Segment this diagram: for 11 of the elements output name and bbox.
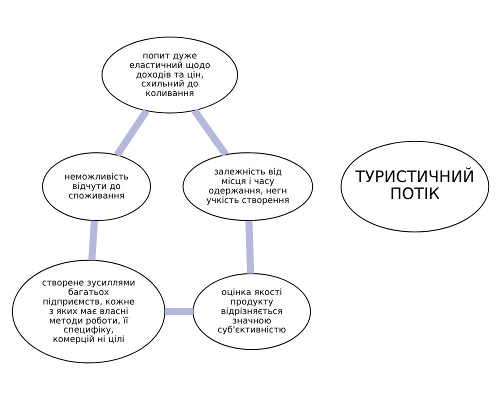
node-ellipse: залежність від місця і часу одержання, негн учкість створення xyxy=(182,152,313,221)
node-ellipse: ТУРИСТИЧНИЙ ПОТІК xyxy=(340,140,489,232)
connector xyxy=(191,108,228,157)
node-ellipse: створене зусиллями багатьох підприємств, кожне з яких має власні методи роботи, її специфіку, комерцій ні цілі xyxy=(11,260,165,364)
node-ellipse: попит дуже еластичний щодо доходів та цін, схильний до коливання xyxy=(101,36,238,114)
connector xyxy=(114,108,149,158)
connector xyxy=(164,308,193,316)
node-ellipse: неможливість відчути до споживання xyxy=(42,152,150,221)
connector xyxy=(244,220,254,274)
node-ellipse: оцінка якості продукту відрізняється значною суб'єктивністю xyxy=(192,273,310,350)
connector xyxy=(88,220,98,260)
